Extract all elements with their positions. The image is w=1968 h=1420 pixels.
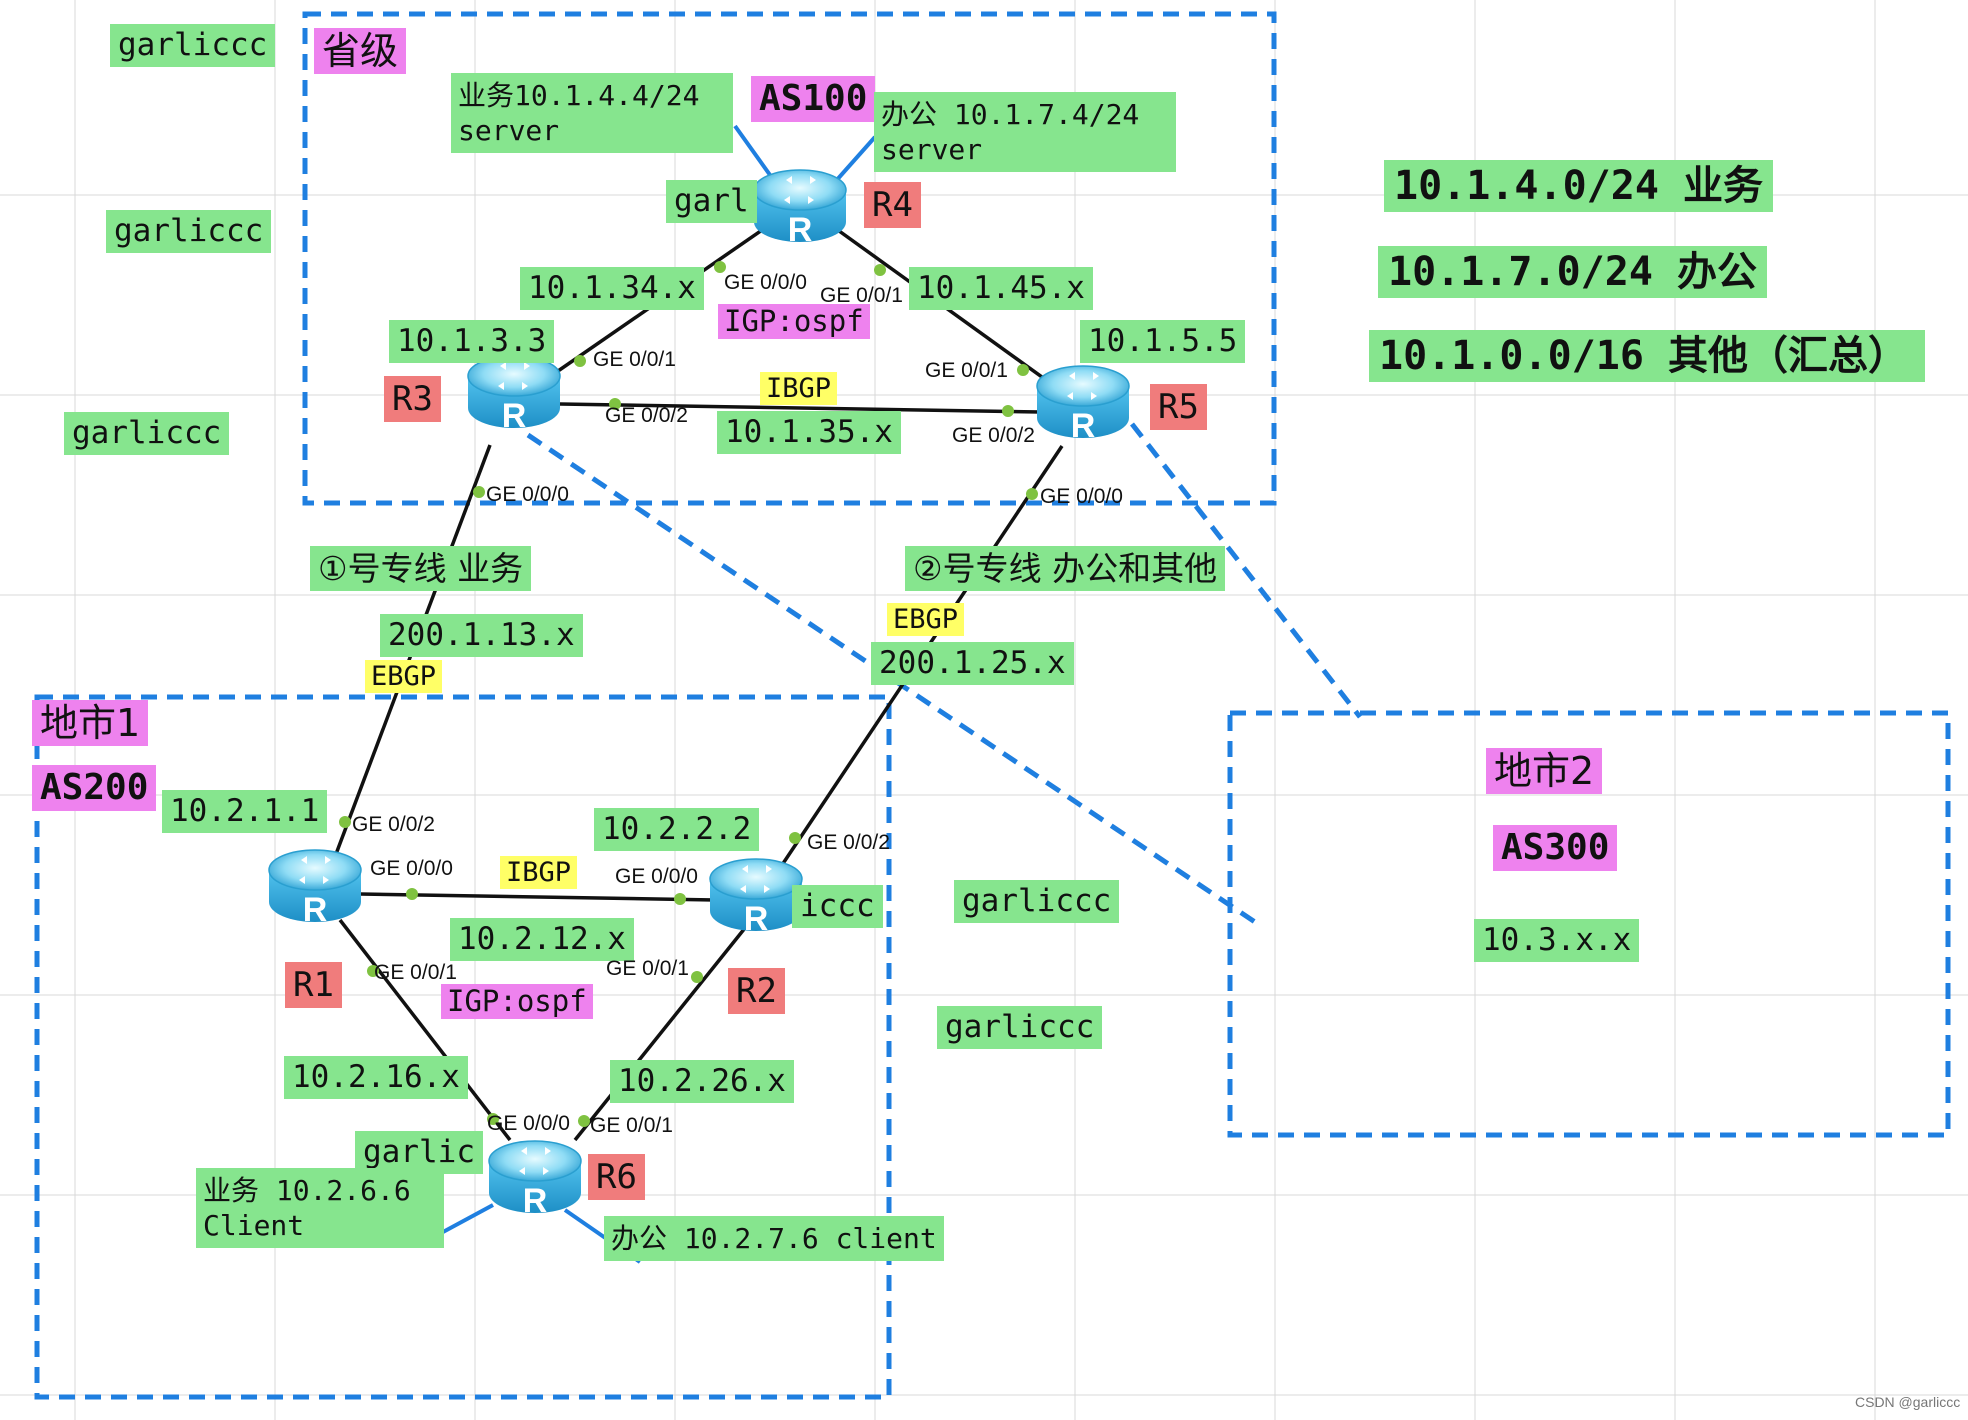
protocol-label-igp-bottom: IGP:ospf: [441, 984, 593, 1019]
link-r4-office-server: [833, 135, 877, 184]
link-label-r3-r5: 10.1.35.x: [717, 411, 901, 454]
address-label-r1: 10.2.1.1: [162, 790, 328, 833]
port-label: GE 0/0/1: [593, 348, 676, 371]
svg-text:R: R: [303, 891, 328, 926]
city2-boundary: [1227, 710, 1951, 1138]
link-r3-r1: [328, 444, 492, 871]
business-server-label: 业务10.1.4.4/24 server: [451, 73, 733, 153]
business-client-address: 业务 10.2.6.6: [203, 1174, 411, 1207]
router-r4-icon[interactable]: R: [752, 166, 848, 246]
port-label: GE 0/0/0: [370, 857, 453, 880]
link-label-r1-r6: 10.2.16.x: [284, 1056, 468, 1099]
port-label: GE 0/0/0: [1040, 485, 1123, 508]
svg-text:R: R: [788, 211, 813, 246]
watermark-label: garliccc: [937, 1006, 1103, 1049]
watermark-label: garlic: [355, 1131, 483, 1174]
protocol-label-ebgp-right: EBGP: [887, 603, 965, 636]
router-label-r6: R6: [588, 1154, 645, 1200]
link-r4-business-server: [733, 124, 777, 184]
city1-boundary: [34, 694, 892, 1400]
link-label-r5-r2: 200.1.25.x: [871, 642, 1074, 685]
link-label-r2-r6: 10.2.26.x: [610, 1060, 794, 1103]
business-server-type: server: [458, 114, 560, 147]
as300-network-label: 10.3.x.x: [1474, 919, 1640, 962]
port-dots: [339, 261, 1038, 1127]
svg-text:R: R: [744, 900, 769, 935]
link-label-r3-r1: 200.1.13.x: [380, 614, 583, 657]
watermark-label: iccc: [792, 885, 883, 928]
region-boundaries: [34, 11, 1951, 1400]
watermark-label: garliccc: [106, 210, 272, 253]
port-label: GE 0/0/0: [486, 483, 569, 506]
link-label-r3-r4: 10.1.34.x: [520, 267, 704, 310]
office-server-type: server: [881, 133, 983, 166]
link-r1-r6: [338, 918, 512, 1142]
router-label-r5: R5: [1150, 384, 1207, 430]
router-r6-icon[interactable]: R: [487, 1137, 583, 1217]
link-r1-r2: [359, 892, 716, 902]
address-label-r5: 10.1.5.5: [1080, 320, 1246, 363]
router-r1-icon[interactable]: R: [267, 846, 363, 926]
business-server-address: 业务10.1.4.4/24: [458, 79, 700, 112]
link-label-r4-r5: 10.1.45.x: [909, 267, 1093, 310]
port-label: GE 0/0/1: [925, 359, 1008, 382]
region-label-city1: 地市1: [32, 700, 149, 746]
as-label-as200: AS200: [32, 765, 157, 811]
route-entry-office: 10.1.7.0/24 办公: [1378, 246, 1767, 298]
port-label: GE 0/0/2: [807, 831, 890, 854]
protocol-label-ebgp-left: EBGP: [365, 660, 443, 693]
router-label-r3: R3: [384, 376, 441, 422]
route-entry-business: 10.1.4.0/24 业务: [1384, 160, 1773, 212]
office-server-address: 办公 10.1.7.4/24: [881, 98, 1140, 131]
as-label-as100: AS100: [751, 76, 876, 122]
svg-text:R: R: [502, 397, 527, 432]
router-label-r4: R4: [864, 182, 921, 228]
address-label-r2: 10.2.2.2: [594, 808, 760, 851]
router-r3-icon[interactable]: R: [466, 352, 562, 432]
link-r5-to-city2: [1130, 422, 1362, 719]
svg-text:R: R: [1071, 407, 1096, 442]
port-label: GE 0/0/0: [615, 865, 698, 888]
router-r5-icon[interactable]: R: [1035, 362, 1131, 442]
port-label: GE 0/0/1: [590, 1114, 673, 1137]
port-label: GE 0/0/1: [606, 957, 689, 980]
as-label-as300: AS300: [1493, 825, 1618, 871]
svg-text:R: R: [523, 1182, 548, 1217]
link-r2-r6: [573, 926, 747, 1142]
protocol-label-ibgp-top: IBGP: [760, 372, 838, 405]
region-label-province: 省级: [314, 28, 407, 74]
link-label-r1-r2: 10.2.12.x: [450, 918, 634, 961]
watermark-label: garl: [666, 180, 757, 223]
credit-text: CSDN @garliccc: [1855, 1394, 1961, 1410]
protocol-label-igp-top: IGP:ospf: [718, 304, 870, 339]
port-label: GE 0/0/0: [487, 1112, 570, 1135]
protocol-label-ibgp-bottom: IBGP: [500, 856, 578, 889]
port-label: GE 0/0/1: [374, 961, 457, 984]
router-label-r2: R2: [728, 968, 785, 1014]
watermark-label: garliccc: [64, 412, 230, 455]
port-label: GE 0/0/2: [605, 404, 688, 427]
port-label: GE 0/0/2: [352, 813, 435, 836]
watermark-label: garliccc: [110, 24, 276, 67]
business-client-type: Client: [203, 1209, 305, 1242]
dedicated-line-2-label: ②号专线 办公和其他: [905, 546, 1226, 591]
port-label: GE 0/0/0: [724, 271, 807, 294]
office-server-label: 办公 10.1.7.4/24 server: [874, 92, 1176, 172]
office-client-label: 办公 10.2.7.6 client: [604, 1216, 944, 1261]
link-r6-client-business: [442, 1203, 494, 1234]
link-r3-to-city2: [526, 432, 1257, 925]
dedicated-line-1-label: ①号专线 业务: [310, 546, 532, 591]
address-label-r3: 10.1.3.3: [389, 320, 555, 363]
router-label-r1: R1: [285, 962, 342, 1008]
watermark-label: garliccc: [954, 880, 1120, 923]
region-label-city2: 地市2: [1486, 748, 1603, 794]
router-r2-icon[interactable]: R: [708, 855, 804, 935]
business-client-label: 业务 10.2.6.6 Client: [196, 1168, 444, 1248]
link-r3-r5: [559, 402, 1041, 414]
port-label: GE 0/0/1: [820, 284, 903, 307]
port-label: GE 0/0/2: [952, 424, 1035, 447]
route-entry-summary: 10.1.0.0/16 其他（汇总）: [1369, 330, 1925, 382]
